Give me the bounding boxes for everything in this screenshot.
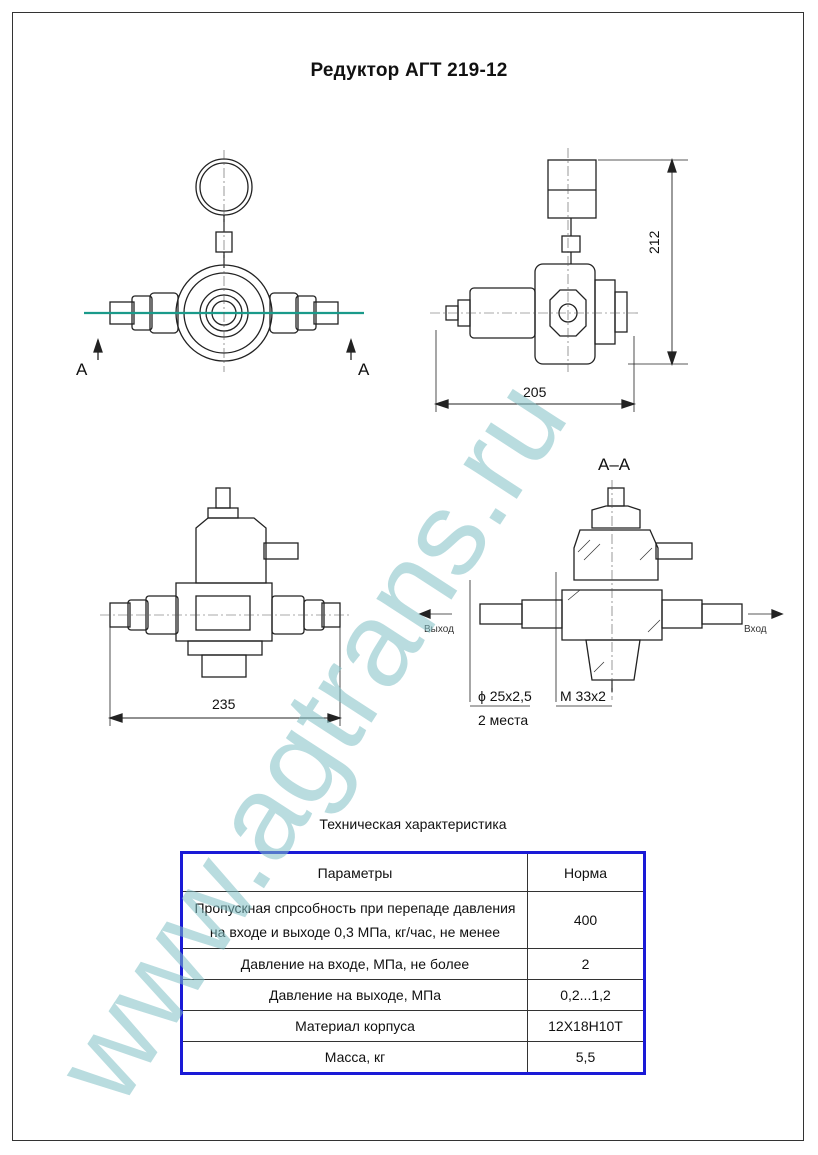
value-cell: 400: [527, 891, 645, 949]
dim-bottom-width: 235: [212, 696, 236, 712]
side-view: [435, 159, 688, 412]
dim-pipe-count: 2 места: [478, 712, 529, 728]
param-cell: Пропускная спрсобность при перепаде давл…: [181, 891, 528, 949]
table-row: Давление на выходе, МПа 0,2...1,2: [181, 979, 645, 1011]
dim-side-width: 205: [523, 384, 547, 400]
section-marker-right: А: [358, 360, 370, 379]
param-line: на входе и выходе 0,3 МПа, кг/час, не ме…: [209, 924, 501, 940]
drawing-title: Редуктор АГТ 219-12: [310, 60, 508, 81]
param-cell: Давление на выходе, МПа: [181, 979, 528, 1011]
drawing-frame: [12, 12, 804, 1141]
value-cell: 2: [527, 948, 645, 980]
param-line: Пропускная спрсобность при перепаде давл…: [194, 900, 516, 916]
section-title: А–А: [598, 455, 631, 474]
table-row: Давление на входе, МПа, не более 2: [181, 948, 645, 980]
label-outlet: Выход: [424, 624, 454, 635]
dim-pipe: ϕ 25х2,5: [478, 688, 532, 704]
spec-table: Параметры Норма Пропускная спрсобность п…: [180, 851, 646, 1075]
label-inlet: Вход: [744, 624, 767, 635]
table-header-row: Параметры Норма: [181, 852, 645, 892]
header-param: Параметры: [181, 852, 528, 892]
param-cell: Давление на входе, МПа, не более: [181, 948, 528, 980]
header-value: Норма: [527, 852, 645, 892]
top-view: [109, 487, 341, 726]
table-row: Пропускная спрсобность при перепаде давл…: [181, 891, 645, 949]
value-cell: 5,5: [527, 1041, 645, 1074]
section-view: [420, 487, 782, 707]
param-cell: Материал корпуса: [181, 1010, 528, 1042]
value-cell: 0,2...1,2: [527, 979, 645, 1011]
table-row: Масса, кг 5,5: [181, 1041, 645, 1074]
front-view: [97, 158, 352, 362]
table-caption: Техническая характеристика: [319, 816, 507, 832]
dim-height: 212: [646, 230, 662, 254]
table-row: Материал корпуса 12Х18Н10Т: [181, 1010, 645, 1042]
dim-thread: М 33х2: [560, 688, 606, 704]
section-marker-left: А: [76, 360, 88, 379]
value-cell: 12Х18Н10Т: [527, 1010, 645, 1042]
param-cell: Масса, кг: [181, 1041, 528, 1074]
